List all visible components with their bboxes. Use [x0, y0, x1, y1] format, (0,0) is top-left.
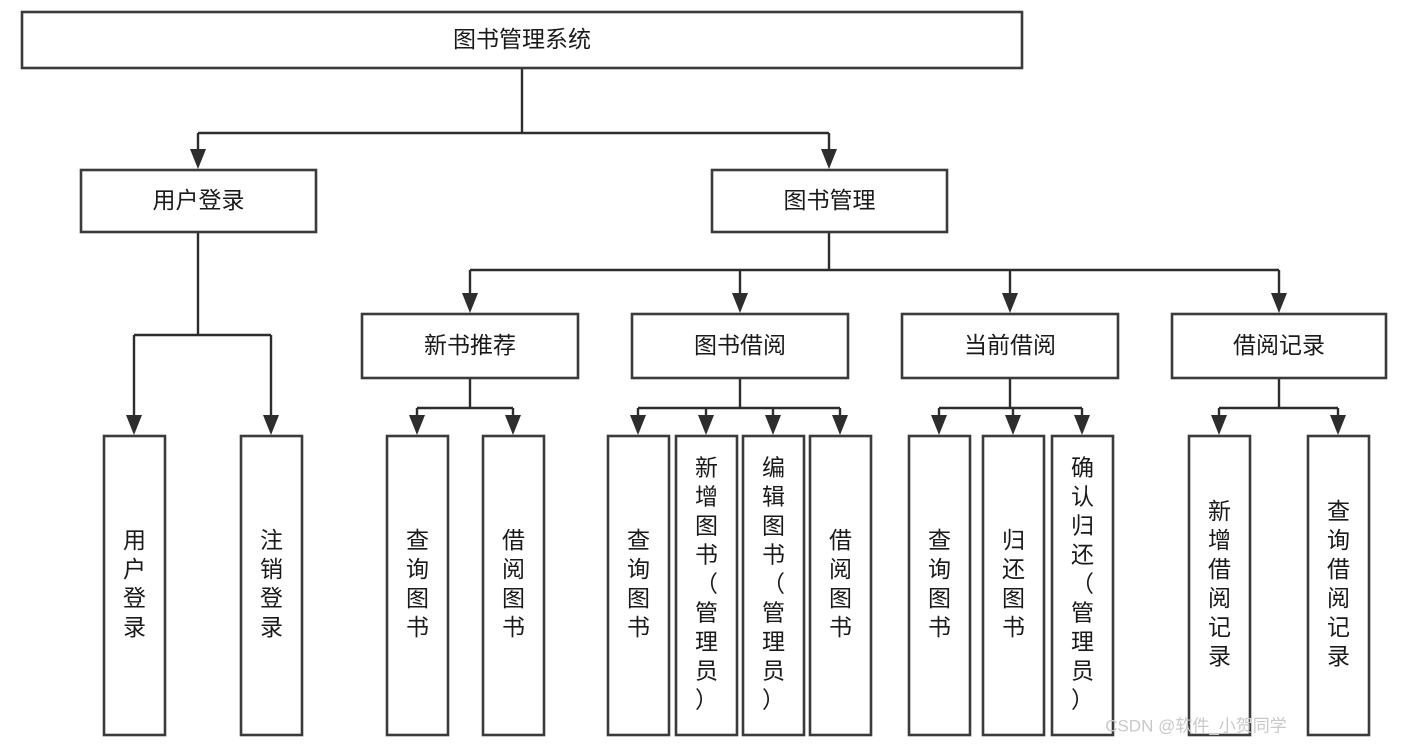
connector-group-current-borrow-to-leaves — [931, 378, 1090, 435]
arrow-head-icon — [263, 415, 279, 435]
node-label-leaf-user-logout: 注销登录 — [260, 527, 283, 640]
node-leaf-add-book-admin[interactable]: 新增图书（管理员） — [674, 434, 739, 737]
node-label-leaf-borrow-book: 借阅图书 — [829, 527, 852, 640]
arrow-head-icon — [505, 415, 521, 435]
arrow-head-icon — [126, 415, 142, 435]
node-label-leaf-confirm-return-admin: 确认归还（管理员） — [1071, 455, 1094, 713]
node-book-borrow[interactable]: 图书借阅 — [630, 312, 850, 380]
arrow-head-icon — [1211, 415, 1227, 435]
connector-group-user-login-to-leaves — [126, 232, 279, 435]
connector-group-new-book-recommend-to-leaves — [409, 378, 521, 435]
node-box-leaf-borrow-book[interactable] — [808, 434, 873, 737]
node-user-login[interactable]: 用户登录 — [79, 168, 318, 234]
node-current-borrow[interactable]: 当前借阅 — [900, 312, 1120, 380]
node-box-leaf-add-book-admin[interactable] — [674, 434, 739, 737]
node-box-new-book-recommend[interactable] — [360, 312, 580, 380]
connector-layer — [126, 68, 1346, 435]
node-leaf-add-borrow-record[interactable]: 新增借阅记录 — [1187, 434, 1252, 737]
connector-group-root-to-level2 — [190, 68, 837, 169]
node-box-leaf-add-borrow-record[interactable] — [1187, 434, 1252, 737]
node-label-new-book-recommend: 新书推荐 — [424, 332, 516, 358]
node-box-leaf-user-logout[interactable] — [239, 434, 304, 737]
arrow-head-icon — [190, 149, 206, 169]
arrow-head-icon — [1330, 415, 1346, 435]
node-label-leaf-user-login: 用户登录 — [123, 527, 146, 640]
arrow-head-icon — [630, 415, 646, 435]
arrow-head-icon — [409, 415, 425, 435]
node-label-leaf-query-book-borrow: 查询图书 — [627, 527, 650, 640]
connector-group-borrow-record-to-leaves — [1211, 378, 1346, 435]
arrow-head-icon — [1074, 415, 1090, 435]
node-label-root: 图书管理系统 — [453, 26, 591, 52]
arrow-head-icon — [832, 415, 848, 435]
connector-group-book-management-to-level3 — [462, 232, 1287, 313]
arrow-head-icon — [732, 293, 748, 313]
node-leaf-query-book-current[interactable]: 查询图书 — [907, 434, 972, 737]
node-root[interactable]: 图书管理系统 — [20, 10, 1024, 70]
node-label-leaf-edit-book-admin: 编辑图书（管理员） — [762, 455, 785, 713]
arrow-head-icon — [698, 415, 714, 435]
watermark-layer: CSDN @软件_小贺同学 — [1105, 716, 1287, 735]
node-box-leaf-borrow-book-recommend[interactable] — [481, 434, 546, 737]
node-box-leaf-confirm-return-admin[interactable] — [1050, 434, 1115, 737]
arrow-head-icon — [765, 415, 781, 435]
csdn-watermark: CSDN @软件_小贺同学 — [1105, 716, 1287, 735]
node-layer: 图书管理系统用户登录图书管理新书推荐图书借阅当前借阅借阅记录用户登录注销登录查询… — [20, 10, 1388, 737]
arrow-head-icon — [1271, 293, 1287, 313]
node-box-leaf-query-book-current[interactable] — [907, 434, 972, 737]
node-label-leaf-query-book-recommend: 查询图书 — [406, 527, 429, 640]
node-leaf-confirm-return-admin[interactable]: 确认归还（管理员） — [1050, 434, 1115, 737]
node-leaf-return-book[interactable]: 归还图书 — [981, 434, 1046, 737]
connector-group-book-borrow-to-leaves — [630, 378, 848, 435]
node-box-user-login[interactable] — [79, 168, 318, 234]
node-leaf-borrow-book[interactable]: 借阅图书 — [808, 434, 873, 737]
node-box-book-borrow[interactable] — [630, 312, 850, 380]
node-label-leaf-borrow-book-recommend: 借阅图书 — [502, 527, 525, 640]
node-new-book-recommend[interactable]: 新书推荐 — [360, 312, 580, 380]
node-label-borrow-record: 借阅记录 — [1233, 332, 1325, 358]
arrow-head-icon — [462, 293, 478, 313]
arrow-head-icon — [1002, 293, 1018, 313]
node-box-leaf-edit-book-admin[interactable] — [741, 434, 806, 737]
node-leaf-query-book-recommend[interactable]: 查询图书 — [385, 434, 450, 737]
node-leaf-user-login[interactable]: 用户登录 — [102, 434, 167, 737]
node-leaf-query-book-borrow[interactable]: 查询图书 — [606, 434, 671, 737]
node-label-leaf-add-borrow-record: 新增借阅记录 — [1208, 498, 1231, 669]
node-box-borrow-record[interactable] — [1170, 312, 1388, 380]
node-box-leaf-query-borrow-record[interactable] — [1306, 434, 1371, 737]
node-label-book-management: 图书管理 — [784, 187, 876, 213]
node-box-leaf-user-login[interactable] — [102, 434, 167, 737]
node-box-root[interactable] — [20, 10, 1024, 70]
node-book-management[interactable]: 图书管理 — [710, 168, 949, 234]
arrow-head-icon — [931, 415, 947, 435]
node-borrow-record[interactable]: 借阅记录 — [1170, 312, 1388, 380]
node-leaf-user-logout[interactable]: 注销登录 — [239, 434, 304, 737]
node-box-book-management[interactable] — [710, 168, 949, 234]
node-label-leaf-query-book-current: 查询图书 — [928, 527, 951, 640]
arrow-head-icon — [1005, 415, 1021, 435]
node-box-current-borrow[interactable] — [900, 312, 1120, 380]
node-label-leaf-add-book-admin: 新增图书（管理员） — [695, 455, 718, 713]
node-label-leaf-query-borrow-record: 查询借阅记录 — [1327, 498, 1350, 669]
node-label-leaf-return-book: 归还图书 — [1002, 527, 1025, 640]
node-box-leaf-query-book-borrow[interactable] — [606, 434, 671, 737]
node-leaf-edit-book-admin[interactable]: 编辑图书（管理员） — [741, 434, 806, 737]
node-leaf-query-borrow-record[interactable]: 查询借阅记录 — [1306, 434, 1371, 737]
node-leaf-borrow-book-recommend[interactable]: 借阅图书 — [481, 434, 546, 737]
node-label-book-borrow: 图书借阅 — [694, 332, 786, 358]
node-label-current-borrow: 当前借阅 — [964, 332, 1056, 358]
node-box-leaf-query-book-recommend[interactable] — [385, 434, 450, 737]
node-box-leaf-return-book[interactable] — [981, 434, 1046, 737]
arrow-head-icon — [821, 149, 837, 169]
node-label-user-login: 用户登录 — [153, 187, 245, 213]
